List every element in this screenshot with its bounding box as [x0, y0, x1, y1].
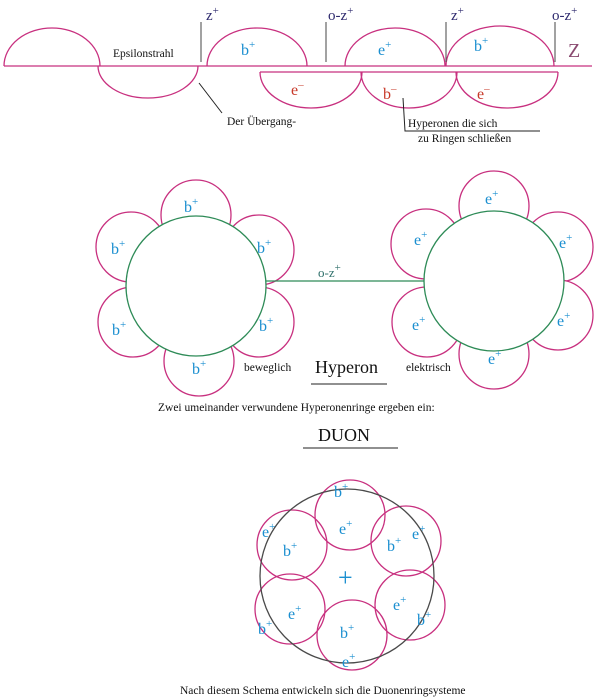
duon-center-plus: +	[338, 563, 353, 592]
duon-b-plus-lower-left-outer: b+	[258, 618, 272, 638]
z-axis-end-label: Z	[568, 40, 580, 62]
hyperonen-label-line2: zu Ringen schließen	[418, 133, 512, 145]
elektrisch-label: elektrisch	[406, 362, 451, 374]
e-minus-arc-lower-1	[259, 71, 363, 109]
right-e-plus-5: e+	[412, 314, 425, 334]
left-b-plus-5: b+	[112, 319, 126, 339]
oz-label-2: o-z+	[552, 5, 577, 24]
duon-e-plus-lower-right-inner: e+	[393, 594, 406, 614]
right-e-plus-2: e+	[559, 232, 572, 252]
hyperonen-leader	[402, 97, 540, 132]
right-ring-fill	[424, 211, 564, 351]
duon-e-plus-upper-left-outer: e+	[262, 521, 275, 541]
epsilon-arc-upper	[3, 27, 101, 67]
e-minus-low-1: e–	[291, 79, 304, 99]
left-b-plus-4: b+	[192, 358, 206, 378]
right-e-plus-4: e+	[488, 348, 501, 368]
oz-label-1: o-z+	[328, 5, 353, 24]
right-e-plus-6: e+	[414, 229, 427, 249]
duon-b-plus-bottom-inner: b+	[340, 622, 354, 642]
uebergang-label: Der Übergang-	[227, 114, 296, 128]
b-plus-arc-upper-1	[206, 27, 308, 67]
duon-petal-lower-left	[254, 573, 326, 645]
duon-petal-lower-right	[374, 569, 446, 641]
b-plus-arc-upper-2	[445, 25, 555, 67]
left-hyperon-ring	[125, 215, 267, 357]
duon-b-plus-upper-left-inner: b+	[283, 540, 297, 560]
b-minus-low: b–	[383, 83, 397, 103]
left-b-plus-3: b+	[259, 315, 273, 335]
nach-caption: Nach diesem Schema entwickeln sich die D…	[180, 685, 466, 697]
duon-e-plus-lower-left-inner: e+	[288, 603, 301, 623]
right-e-plus-1: e+	[485, 188, 498, 208]
epsilon-arc-lower	[97, 65, 199, 99]
duon-outer-ring	[259, 488, 435, 664]
hyperon-rings-section: o-z+ b+ b+ b+ b+ b+ b+ e+ e+ e+ e+ e+ e+…	[95, 170, 594, 449]
hyperon-title: Hyperon	[315, 357, 378, 377]
e-plus-top: e+	[378, 39, 391, 59]
duon-e-plus-upper-right-outer: e+	[412, 523, 425, 543]
z-label-2: z+	[451, 5, 464, 24]
duon-petal-top	[314, 479, 386, 551]
duon-petal-upper-right	[370, 505, 442, 577]
epsilonstrahl-label: Epsilonstrahl	[113, 48, 174, 60]
right-e-plus-3: e+	[557, 310, 570, 330]
epsilon-ray-section: z+ o-z+ z+ o-z+ Z Epsilonstrahl b+ e+ b+…	[3, 5, 592, 145]
duon-e-plus-bottom-outer: e+	[342, 651, 355, 671]
duon-ring-system: + b+ e+ e+ b+ e+ b+ b+ e+ e+ b+ e+ b+	[254, 479, 446, 671]
duon-petal-upper-left	[256, 509, 328, 581]
uebergang-leader	[198, 82, 223, 114]
b-minus-arc-lower	[360, 71, 458, 109]
b-plus-top-2: b+	[474, 35, 488, 55]
duon-b-plus-lower-right-outer: b+	[417, 609, 431, 629]
left-b-plus-1: b+	[184, 196, 198, 216]
b-plus-top-1: b+	[241, 39, 255, 59]
duon-b-plus-top: b+	[334, 481, 348, 501]
zwei-caption: Zwei umeinander verwundene Hyperonenring…	[158, 402, 435, 414]
e-plus-arc-upper	[344, 27, 446, 67]
duon-b-plus-upper-right-inner: b+	[387, 535, 401, 555]
left-ring-fill	[126, 216, 266, 356]
duon-e-plus-top-inner: e+	[339, 518, 352, 538]
e-minus-low-2: e–	[477, 83, 490, 103]
duon-title: DUON	[318, 425, 370, 445]
duon-petal-bottom	[316, 599, 388, 671]
hyperonen-label-line1: Hyperonen die sich	[408, 118, 498, 130]
ring-link-label: o-z+	[318, 262, 341, 280]
left-b-plus-6: b+	[111, 238, 125, 258]
beweglich-label: beweglich	[244, 362, 292, 374]
e-minus-arc-lower-2	[455, 71, 559, 109]
z-label-1: z+	[206, 5, 219, 24]
left-b-plus-2: b+	[257, 237, 271, 257]
